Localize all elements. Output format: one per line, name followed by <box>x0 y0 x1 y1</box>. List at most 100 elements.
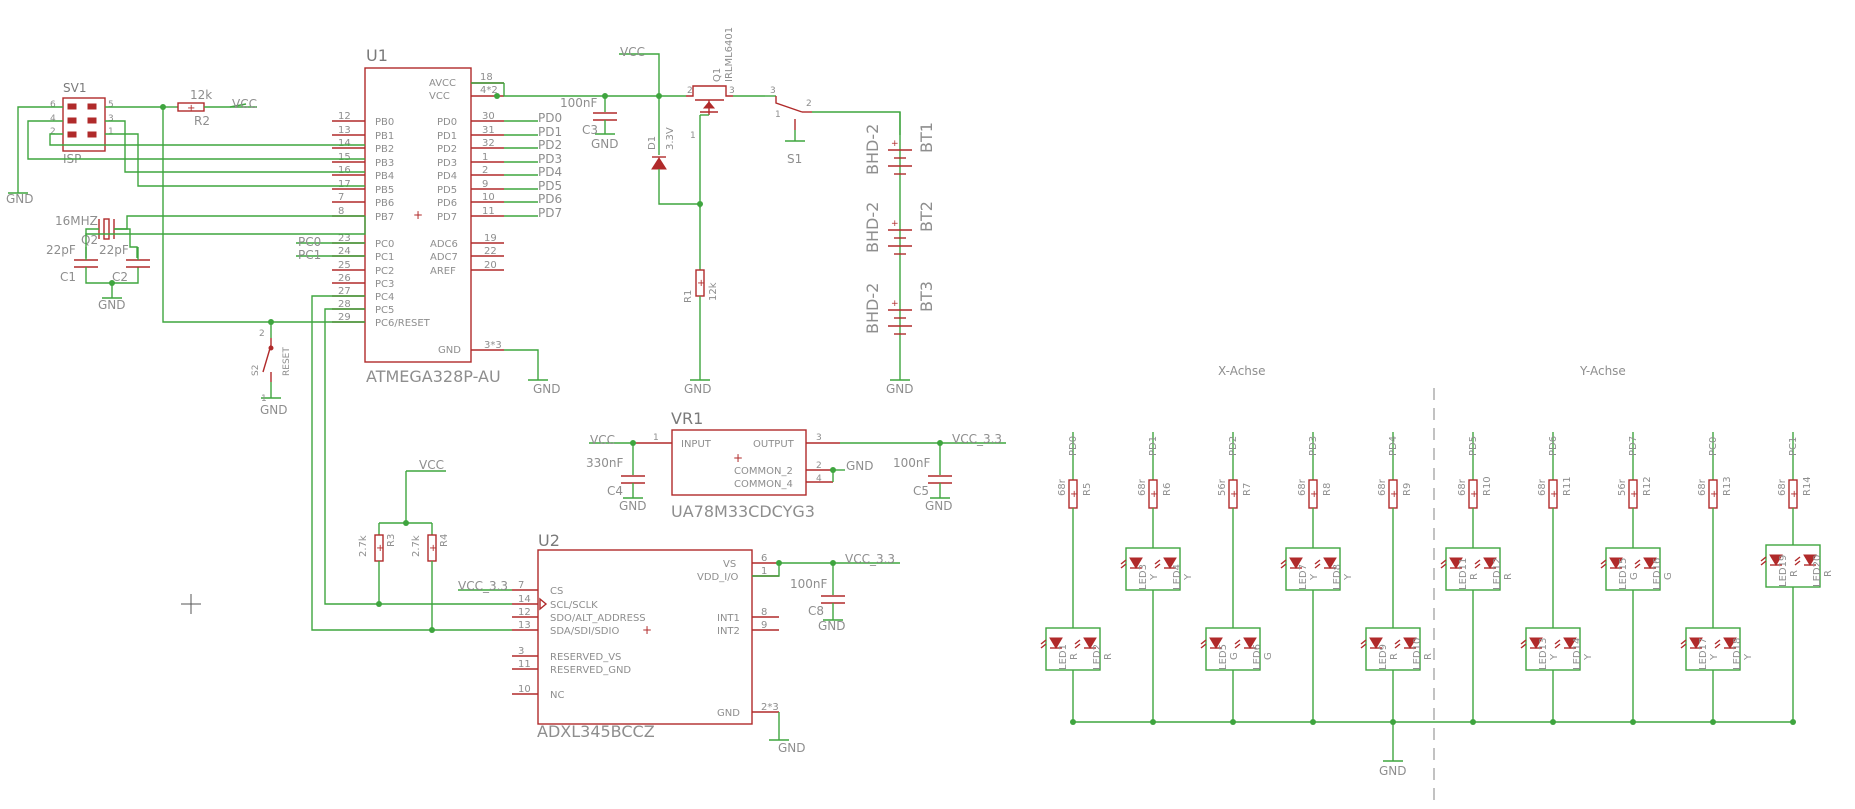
svg-text:3: 3 <box>108 114 114 124</box>
led-arrow <box>1314 563 1321 569</box>
led-name: LED16 <box>1652 558 1663 590</box>
vr1-com2-label: COMMON_2 <box>734 466 793 477</box>
resistor-name: R13 <box>1722 476 1733 496</box>
led-arrow <box>1714 643 1721 649</box>
resistor-value: 56r <box>1617 478 1628 496</box>
u1-pin-label: PC3 <box>375 279 394 290</box>
gnd-label-vr1: GND <box>846 459 874 473</box>
resistor-plus: + <box>1390 489 1398 500</box>
u1-pin-label: PB6 <box>375 198 394 209</box>
svg-text:6: 6 <box>50 100 56 110</box>
r1-name: R1 <box>683 290 694 303</box>
u1-pin-num: 15 <box>338 152 351 163</box>
u2-pin-label: VDD_I/O <box>697 572 739 583</box>
gnd-label-c5: GND <box>925 499 953 513</box>
led-arrow <box>1120 563 1127 569</box>
led-arrow <box>1314 559 1321 565</box>
vcc-label-vr1: VCC <box>590 433 615 447</box>
svg-text:4: 4 <box>50 114 56 124</box>
isp-header-sv1: SV1 ISP 6 5 4 3 2 1 <box>50 81 114 166</box>
svg-text:4: 4 <box>816 474 822 484</box>
led-diode-icon <box>1803 554 1817 566</box>
u1-pin-num: 28 <box>338 299 351 310</box>
led-arrow <box>1280 563 1287 569</box>
pc1-net-label: PC1 <box>298 248 321 262</box>
u1-pin-num: 1 <box>482 152 488 163</box>
junction <box>1790 719 1796 725</box>
regulator-vr1: VR1 UA78M33CDCYG3 INPUT OUTPUT COMMON_2 … <box>586 409 1006 521</box>
led-arrow <box>1394 639 1401 645</box>
vcc-label-r2: VCC <box>232 97 257 111</box>
led-arrow <box>1520 639 1527 645</box>
u2-pin-label: SCL/SCLK <box>550 600 598 611</box>
u1-pin-label: PD1 <box>437 131 457 142</box>
u1-pin-label: PC5 <box>375 305 394 316</box>
led-diode-icon <box>1529 637 1543 649</box>
pd-net-label: PD0 <box>538 111 562 125</box>
column-net-label: PD0 <box>1068 436 1079 456</box>
u2-name: U2 <box>538 531 560 550</box>
led-arrow <box>1520 643 1527 649</box>
u1-pin-label: PD5 <box>437 185 457 196</box>
resistor-plus: + <box>1070 489 1078 500</box>
led-color: G <box>1229 652 1240 660</box>
column-net-label: PD1 <box>1148 436 1159 456</box>
led-name: LED3 <box>1138 564 1149 590</box>
c2-value: 22pF <box>99 243 129 257</box>
led-color: R <box>1423 653 1434 660</box>
u1-pin-label: ADC7 <box>430 252 458 263</box>
led-arrow <box>1600 559 1607 565</box>
u1-pin-num: 29 <box>338 312 351 323</box>
led-arrow <box>1634 563 1641 569</box>
led-arrow <box>1120 559 1127 565</box>
gnd-label-c4: GND <box>619 499 647 513</box>
u1-pin-num: 22 <box>484 246 497 257</box>
resistor-r2: + 12k R2 VCC <box>163 88 257 128</box>
led-arrow <box>1554 643 1561 649</box>
led-arrow <box>1760 560 1767 566</box>
battery-stack: +++ GND BHD-2 BHD-2 BHD-2 BT1 BT2 BT3 <box>863 112 936 396</box>
led-color: R <box>1469 573 1480 580</box>
column-net-label: PD2 <box>1228 436 1239 456</box>
column-net-label: PC1 <box>1788 437 1799 456</box>
u1-pin-num: 23 <box>338 233 351 244</box>
u1-pin-label: PD3 <box>437 158 457 169</box>
led-color: G <box>1663 572 1674 580</box>
led-diode-icon <box>1369 637 1383 649</box>
led-arrow <box>1680 643 1687 649</box>
u1-pin-label: PD6 <box>437 198 457 209</box>
led-color: Y <box>1309 573 1320 581</box>
vcc33-label-cs: VCC_3.3 <box>458 579 508 593</box>
u2-pin-num: 7 <box>518 580 524 591</box>
led-arrow <box>1234 643 1241 649</box>
led-arrow <box>1360 639 1367 645</box>
led-diode-icon <box>1083 637 1097 649</box>
c2-name: C2 <box>112 270 128 284</box>
u1-pin-num: 18 <box>480 72 493 83</box>
resistor-name: R6 <box>1162 483 1173 496</box>
u2-pin-num: 12 <box>518 607 531 618</box>
resistor-name: R5 <box>1082 483 1093 496</box>
led-arrow <box>1360 643 1367 649</box>
led-color: R <box>1389 653 1400 660</box>
resistor-name: R8 <box>1322 483 1333 496</box>
led-arrow <box>1154 559 1161 565</box>
gnd-label-u1: GND <box>533 382 561 396</box>
c5-name: C5 <box>913 484 929 498</box>
led-name: LED10 <box>1412 638 1423 670</box>
led-color: R <box>1103 653 1114 660</box>
led-diode-icon <box>1483 557 1497 569</box>
led-diode-icon <box>1163 557 1177 569</box>
led-arrow <box>1474 563 1481 569</box>
u1-pin-label: ADC6 <box>430 239 458 250</box>
led-color: Y <box>1709 653 1720 661</box>
gnd-label-r1: GND <box>684 382 712 396</box>
u1-pin-label: PB5 <box>375 185 394 196</box>
vr1-out-label: OUTPUT <box>753 439 795 450</box>
isp-wires: GND <box>6 104 365 325</box>
led-name: LED19 <box>1778 555 1789 587</box>
c1-value: 22pF <box>46 243 76 257</box>
